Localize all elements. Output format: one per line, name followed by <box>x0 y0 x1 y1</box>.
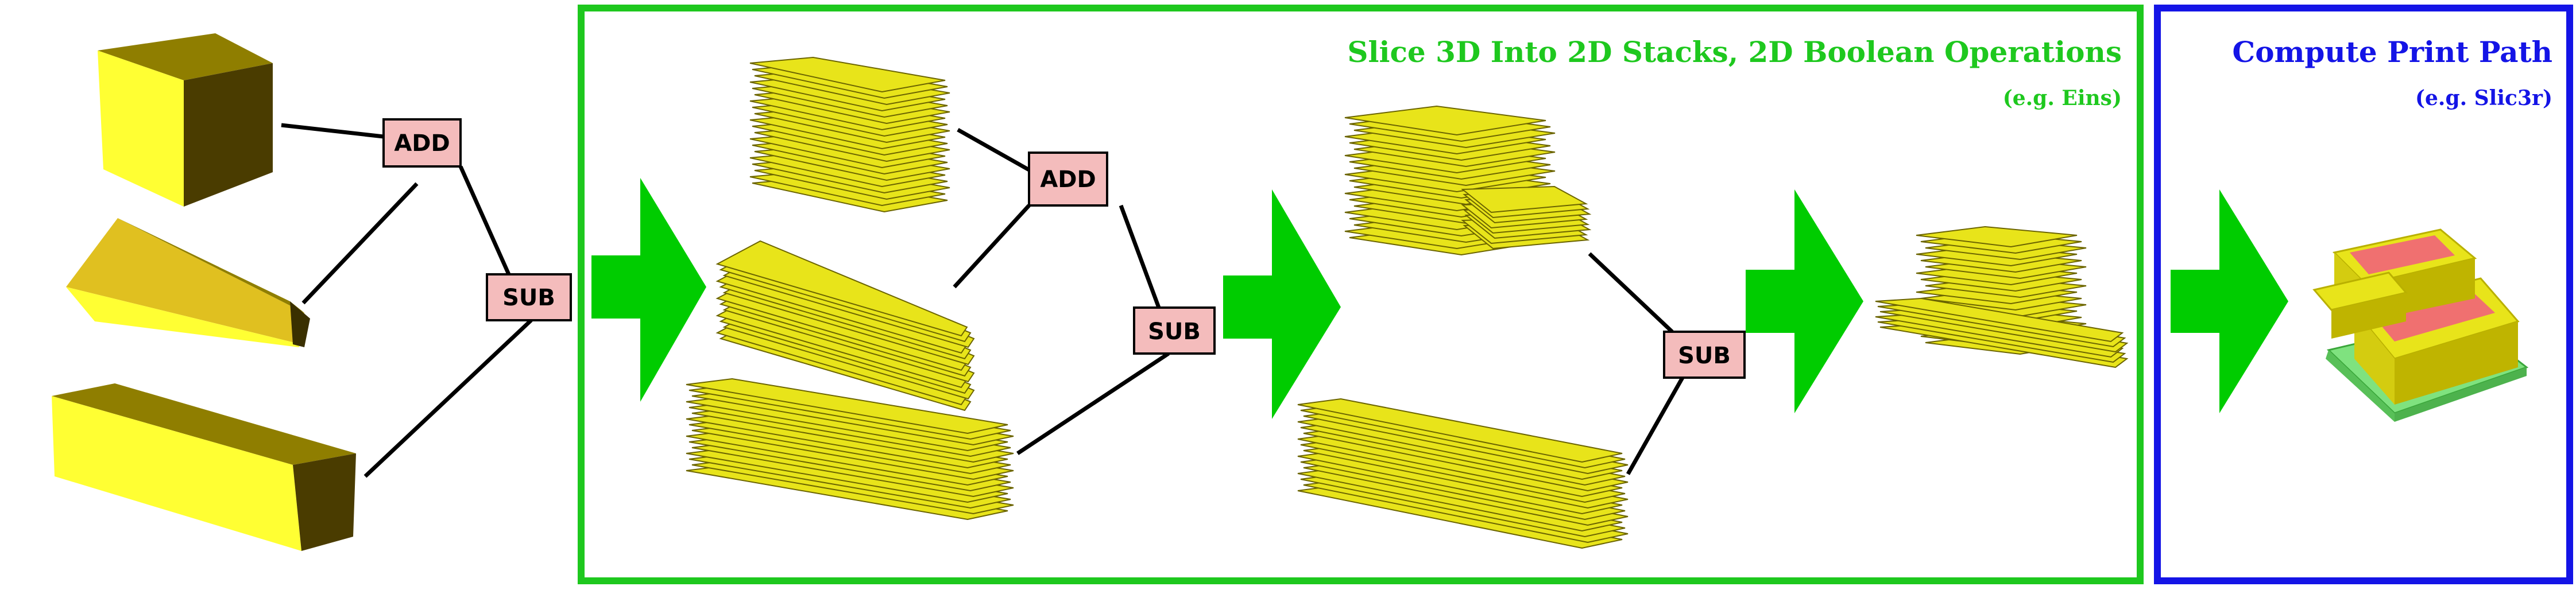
slice-panel-subtitle: (e.g. Eins) <box>2003 86 2122 110</box>
slice-layer <box>1344 105 1546 136</box>
slice-panel-title: Slice 3D Into 2D Stacks, 2D Boolean Oper… <box>1347 35 2122 69</box>
svg-text:ADD: ADD <box>394 130 450 157</box>
slice-layer <box>715 240 968 337</box>
arrow-3 <box>1746 189 1863 413</box>
svg-text:SUB: SUB <box>502 285 555 311</box>
slice-layer <box>1916 226 2078 248</box>
sliced-stacks <box>686 56 2129 549</box>
path-panel-subtitle: (e.g. Slic3r) <box>2415 86 2552 110</box>
add-result-cone-stack <box>1461 185 1592 250</box>
slice-layer <box>1875 297 2124 343</box>
svg-text:ADD: ADD <box>1040 166 1096 193</box>
op-sub-2: SUB <box>1133 306 1216 355</box>
arrow-1 <box>591 178 706 402</box>
cube-slice-stack <box>749 56 950 213</box>
slice-tree-edges <box>953 127 1685 475</box>
print-path-object <box>2312 228 2529 422</box>
svg-text:SUB: SUB <box>1148 319 1201 345</box>
final-result-lower-stack <box>1875 297 2129 368</box>
op-add-1: ADD <box>382 118 462 168</box>
slice-layer <box>749 56 946 93</box>
cone-solid <box>66 218 310 347</box>
cube-solid <box>98 33 273 207</box>
left-tree-edges <box>281 123 533 478</box>
arrow-4 <box>2171 189 2288 413</box>
bar2-slice-stack <box>1297 398 1629 549</box>
op-sub-1: SUB <box>486 273 572 321</box>
bar-solid <box>52 383 356 551</box>
slice-layer <box>686 378 1008 434</box>
slice-layer <box>1461 185 1588 214</box>
arrow-2 <box>1223 189 1341 419</box>
bar-slice-stack <box>686 378 1014 521</box>
op-add-2: ADD <box>1028 152 1108 207</box>
cone-slice-stack <box>715 240 975 412</box>
print-path-panel-frame <box>2154 5 2573 584</box>
svg-text:SUB: SUB <box>1678 343 1731 369</box>
slice-layer <box>1297 398 1623 463</box>
slice-panel-frame <box>578 5 2144 584</box>
path-panel-title: Compute Print Path <box>2232 35 2552 69</box>
op-sub-3: SUB <box>1663 331 1746 379</box>
